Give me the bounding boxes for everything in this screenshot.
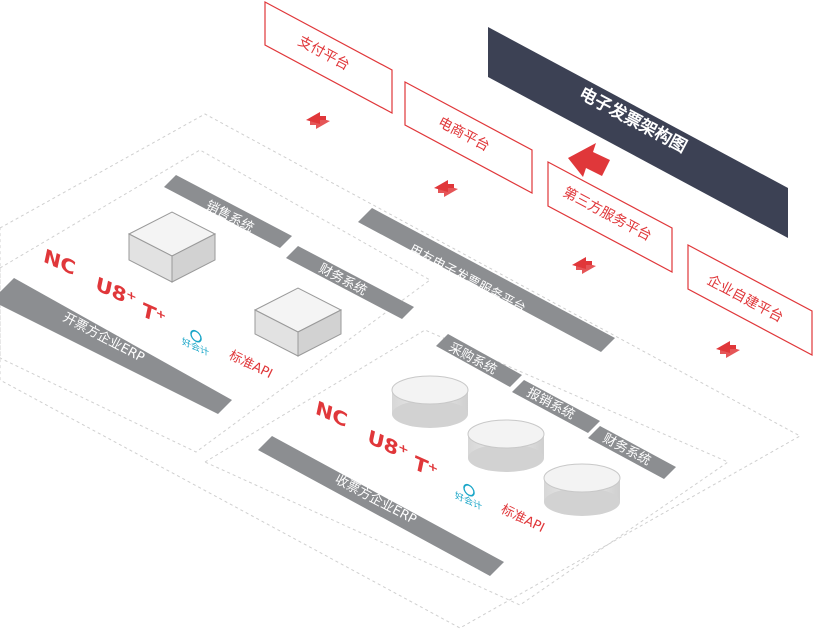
receiver-finance-system-label: 财务系统 [600, 430, 653, 469]
service-platform-label: 用友电子发票服务平台 [406, 241, 528, 316]
exchange-arrow-icon [306, 112, 330, 129]
u8-logo: U8⁺ [96, 272, 137, 313]
svg-text:好会计: 好会计 [182, 335, 210, 359]
exchange-arrow-icon [716, 341, 740, 358]
ecommerce-platform-tag[interactable]: 电商平台 [404, 80, 533, 195]
issuer-api-label: 标准API [226, 348, 274, 382]
nc-logo: NC [316, 396, 348, 433]
database-cylinder-icon [467, 419, 545, 472]
self-built-platform-tag[interactable]: 企业自建平台 [687, 244, 813, 356]
receiver-panel [203, 329, 730, 606]
third-party-platform-tag[interactable]: 第三方服务平台 [547, 161, 673, 273]
cloud-accounting-logo: 好会计 [182, 329, 210, 359]
service-platform-bar[interactable]: 用友电子发票服务平台 [358, 208, 615, 352]
exchange-arrow-icon [572, 257, 596, 274]
u8-logo: U8⁺ [368, 425, 409, 466]
database-cylinder-icon [543, 463, 621, 516]
platform-panel [0, 113, 802, 629]
database-cylinder-icon [391, 375, 469, 428]
issuer-panel [0, 149, 431, 453]
t-logo: T⁺ [142, 298, 166, 332]
expense-system-label: 报销系统 [524, 385, 577, 423]
server-cube-icon [253, 287, 343, 357]
svg-text:好会计: 好会计 [455, 489, 483, 513]
cloud-accounting-logo: 好会计 [455, 483, 483, 513]
t-logo: T⁺ [414, 451, 438, 485]
nc-logo: NC [44, 244, 76, 281]
server-cube-icon [127, 211, 217, 283]
title-banner: 电子发票架构图 [488, 27, 788, 238]
receiver-api-label: 标准API [498, 502, 546, 536]
receiver-erp-label: 收票方企业ERP [332, 471, 419, 527]
payment-platform-tag[interactable]: 支付平台 [264, 0, 393, 115]
banner-arrow-icon [568, 143, 610, 177]
exchange-arrow-icon [434, 180, 458, 197]
